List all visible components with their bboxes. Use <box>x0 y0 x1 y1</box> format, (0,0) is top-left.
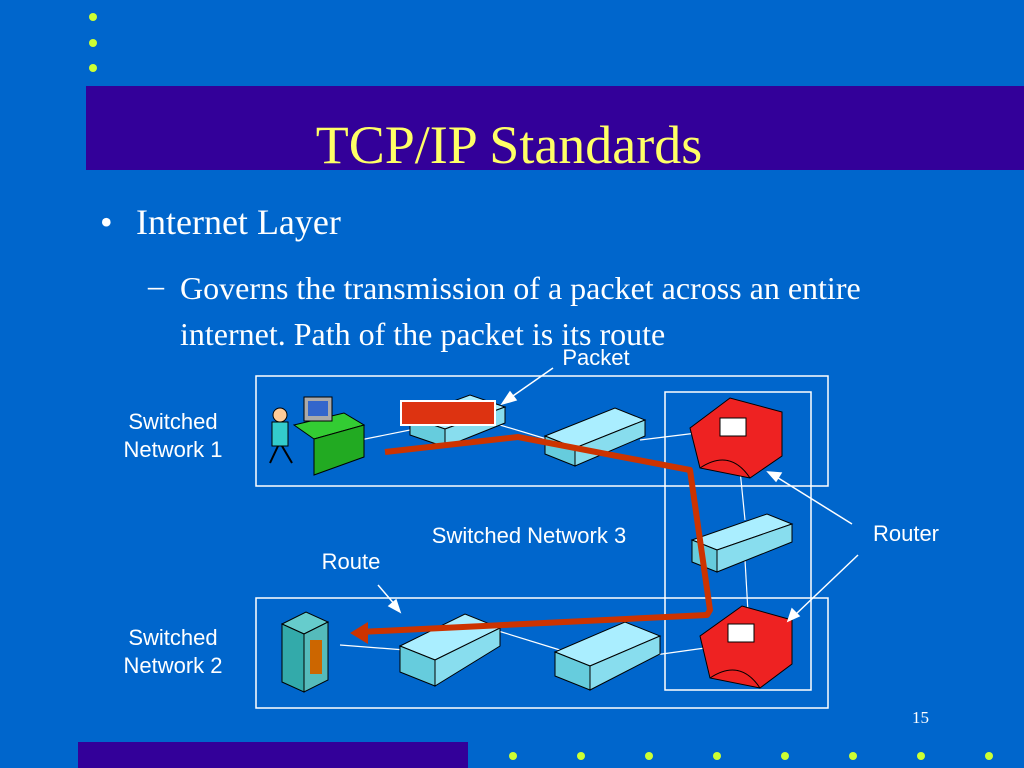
server-icon <box>280 611 330 693</box>
route-label: Route <box>321 549 381 574</box>
switch-icon <box>690 513 794 573</box>
packet-label: Packet <box>562 345 630 370</box>
network2-box <box>255 597 829 709</box>
decor-dot <box>917 752 925 760</box>
decor-dot <box>89 39 97 47</box>
sub-bullet-text: Governs the transmission of a packet acr… <box>180 270 861 352</box>
bullet-mark: • <box>100 202 113 242</box>
decor-dot <box>509 752 517 760</box>
network2-label-line1: Switched <box>128 625 218 650</box>
title-bar <box>86 86 1024 170</box>
decor-dot <box>713 752 721 760</box>
decor-dot <box>985 752 993 760</box>
network1-label: Switched Network 1 <box>100 408 246 464</box>
decor-dot <box>781 752 789 760</box>
decor-dot <box>849 752 857 760</box>
decor-dot <box>89 64 97 72</box>
network1-label-line2: Network 1 <box>123 437 223 462</box>
network2-label: Switched Network 2 <box>100 624 246 680</box>
route-arrowhead <box>350 622 368 644</box>
network3-label: Switched Network 3 <box>431 523 627 548</box>
network1-label-line1: Switched <box>128 409 218 434</box>
page-number: 15 <box>912 708 929 727</box>
computer-icon <box>269 396 366 476</box>
decor-dot <box>577 752 585 760</box>
route-path <box>359 434 713 635</box>
switch-icon <box>553 621 662 691</box>
bullet-text: Internet Layer <box>136 202 341 242</box>
annotation-arrows <box>377 367 859 623</box>
decor-dot <box>89 13 97 21</box>
slide-title: TCP/IP Standards <box>315 115 703 175</box>
router-icon <box>699 605 793 689</box>
router-label: Router <box>872 521 940 546</box>
network3-box <box>664 391 812 691</box>
packet-icon <box>400 400 496 426</box>
sub-bullet-dash: – <box>148 267 164 303</box>
decor-dot <box>645 752 653 760</box>
network2-label-line2: Network 2 <box>123 653 223 678</box>
bottom-bar <box>78 742 468 768</box>
router-icon <box>689 397 783 479</box>
switch-icon <box>543 407 647 467</box>
